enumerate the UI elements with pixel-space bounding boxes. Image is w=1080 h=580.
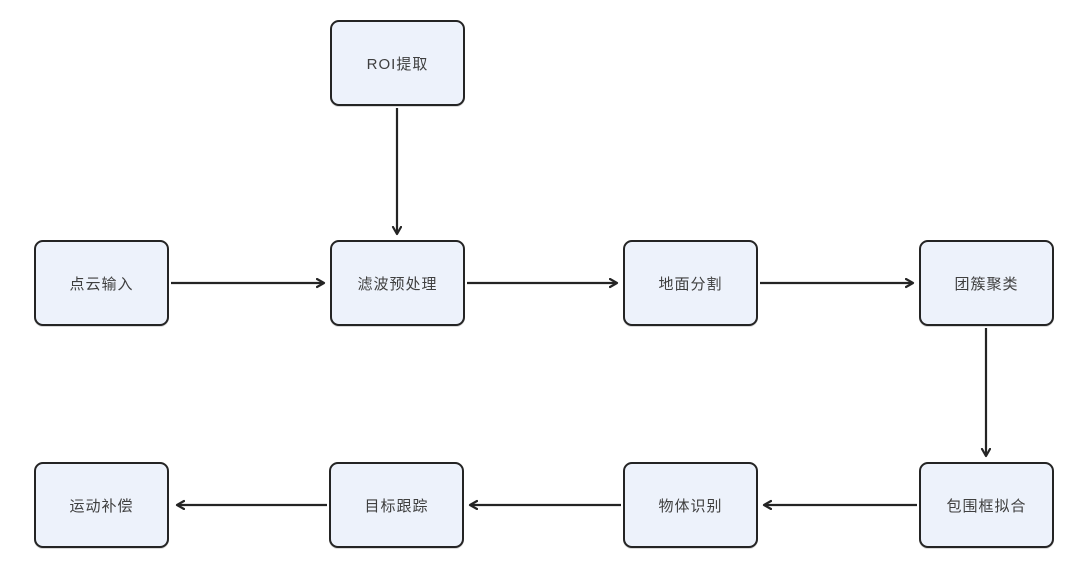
node-label: 物体识别 <box>658 497 723 515</box>
node-filter-preprocessing: 滤波预处理 <box>330 240 465 326</box>
node-label: 目标跟踪 <box>364 497 429 515</box>
node-label: 滤波预处理 <box>357 275 438 293</box>
node-ground-segmentation: 地面分割 <box>623 240 758 326</box>
node-target-tracking: 目标跟踪 <box>329 462 464 548</box>
node-label: 地面分割 <box>658 275 723 293</box>
node-label: 运动补偿 <box>69 497 134 515</box>
node-label: 团簇聚类 <box>954 275 1019 293</box>
node-clustering: 团簇聚类 <box>919 240 1054 326</box>
node-pointcloud-input: 点云输入 <box>34 240 169 326</box>
node-object-recognition: 物体识别 <box>623 462 758 548</box>
node-motion-compensation: 运动补偿 <box>34 462 169 548</box>
node-label: ROI提取 <box>366 55 429 73</box>
node-label: 点云输入 <box>69 275 134 293</box>
node-bounding-box-fitting: 包围框拟合 <box>919 462 1054 548</box>
node-roi-extraction: ROI提取 <box>330 20 465 106</box>
node-label: 包围框拟合 <box>946 497 1027 515</box>
